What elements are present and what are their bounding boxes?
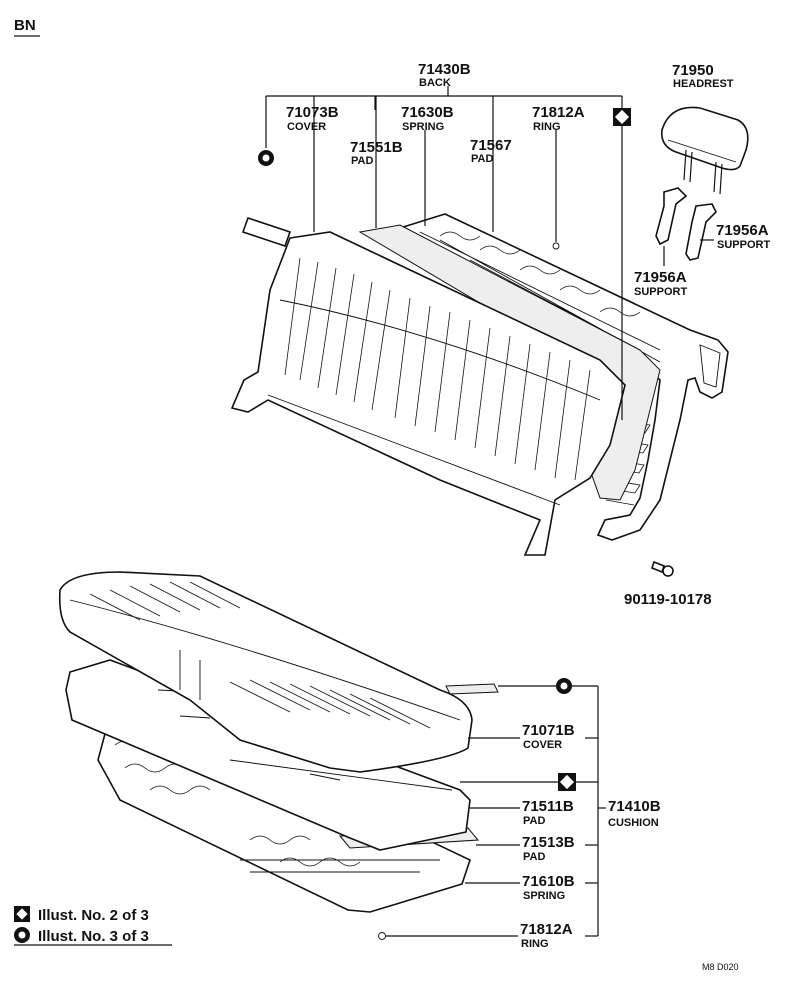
label-cushion-pad2-number: 71513B xyxy=(522,834,575,851)
legend-diamond-icon xyxy=(14,906,30,922)
label-cushion-cover-number: 71071B xyxy=(522,722,575,739)
label-back-spring-name: SPRING xyxy=(402,121,444,133)
back-diamond-symbol xyxy=(613,108,631,126)
cushion-diamond-symbol xyxy=(558,773,576,791)
label-back-cover-name: COVER xyxy=(287,121,326,133)
label-cushion-name: CUSHION xyxy=(608,817,659,829)
label-cushion-pad-number: 71511B xyxy=(522,798,574,815)
label-cushion-spring-name: SPRING xyxy=(523,890,565,902)
cushion-leaders xyxy=(378,685,606,940)
label-bolt-number: 90119-10178 xyxy=(624,591,712,608)
section-code: BN xyxy=(14,17,36,34)
label-back-cover-number: 71073B xyxy=(286,104,339,121)
label-cushion-ring-number: 71812A xyxy=(520,921,573,938)
label-headrest-name: HEADREST xyxy=(673,78,734,90)
label-support-right-number: 71956A xyxy=(716,222,769,239)
label-cushion-pad-name: PAD xyxy=(523,815,545,827)
label-support-right-name: SUPPORT xyxy=(717,239,770,251)
label-cushion-ring-name: RING xyxy=(521,938,549,950)
seat-back-frame-drawing xyxy=(230,213,729,556)
label-support-left-name: SUPPORT xyxy=(634,286,687,298)
bolt-drawing: 90119-10178 xyxy=(624,560,712,608)
seat-cushion-drawing xyxy=(58,571,499,913)
legend-circle-icon xyxy=(14,927,30,943)
label-back-ring-number: 71812A xyxy=(532,104,585,121)
label-back-spring-number: 71630B xyxy=(401,104,454,121)
legend-item-diamond: Illust. No. 2 of 3 xyxy=(38,907,149,924)
cushion-circle-symbol xyxy=(556,678,572,694)
label-back-pad-number: 71551B xyxy=(350,139,403,156)
label-back-ring-name: RING xyxy=(533,121,561,133)
back-leaders xyxy=(265,86,623,420)
back-circle-symbol xyxy=(258,150,274,166)
label-headrest-number: 71950 xyxy=(672,62,714,79)
label-cushion-number: 71410B xyxy=(608,798,661,815)
cushion-labels: 71071B COVER 71511B PAD 71410B CUSHION 7… xyxy=(520,722,661,950)
label-back-name: BACK xyxy=(419,77,451,89)
legend: Illust. No. 2 of 3 Illust. No. 3 of 3 xyxy=(14,906,172,946)
headrest-drawing xyxy=(655,106,749,261)
label-cushion-spring-number: 71610B xyxy=(522,873,575,890)
label-support-left-number: 71956A xyxy=(634,269,687,286)
back-labels: 71430B BACK 71073B COVER 71630B SPRING 7… xyxy=(286,61,585,167)
headrest-labels: 71950 HEADREST 71956A SUPPORT 71956A SUP… xyxy=(634,62,770,298)
drawing-code: M8 D020 xyxy=(702,962,739,972)
label-back-pad2-name: PAD xyxy=(471,153,493,165)
label-back-pad2-number: 71567 xyxy=(470,137,512,154)
label-cushion-pad2-name: PAD xyxy=(523,851,545,863)
label-back-pad-name: PAD xyxy=(351,155,373,167)
label-back-number: 71430B xyxy=(418,61,471,78)
label-cushion-cover-name: COVER xyxy=(523,739,562,751)
legend-item-circle: Illust. No. 3 of 3 xyxy=(38,928,149,945)
